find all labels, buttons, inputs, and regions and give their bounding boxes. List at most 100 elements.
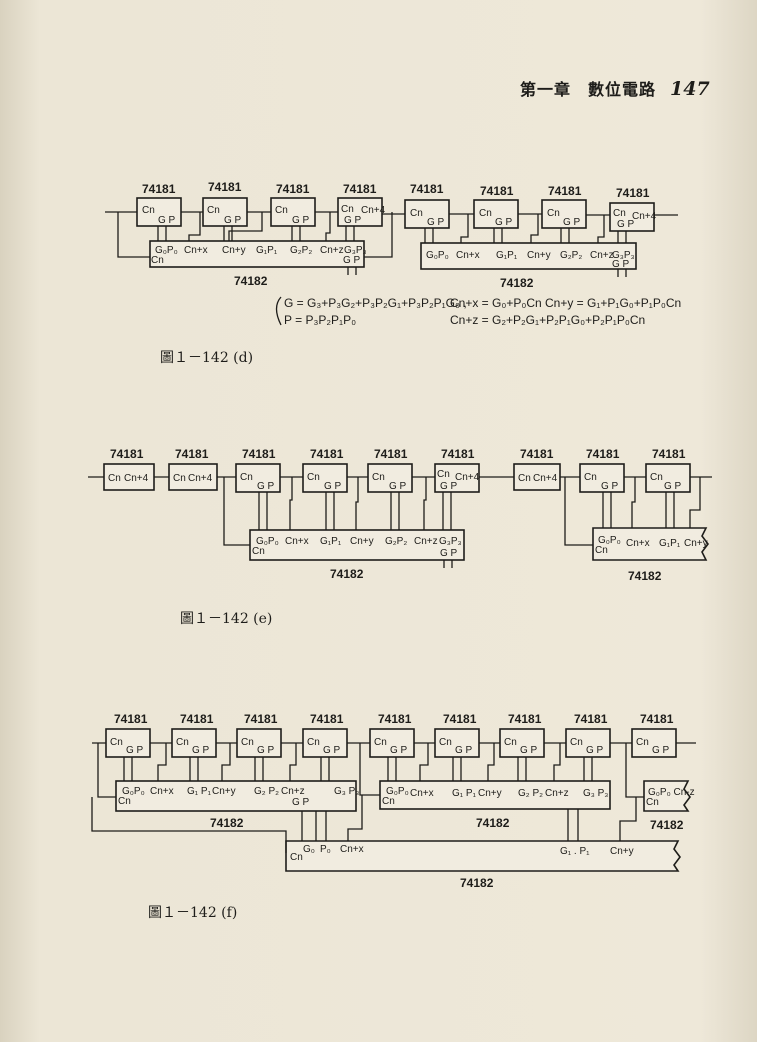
svg-text:G P: G P bbox=[664, 481, 682, 492]
svg-text:74181: 74181 bbox=[180, 712, 214, 726]
svg-text:G P: G P bbox=[324, 481, 342, 492]
figure-d-diagram: 74181 Cn G P 74181 Cn G P 74181 Cn G P 7… bbox=[105, 180, 681, 327]
svg-text:Cn+x: Cn+x bbox=[150, 786, 174, 797]
svg-text:Cn+x: Cn+x bbox=[626, 538, 650, 549]
svg-text:74181: 74181 bbox=[410, 182, 444, 196]
svg-text:74182: 74182 bbox=[210, 816, 244, 830]
svg-text:G P: G P bbox=[224, 215, 242, 226]
svg-text:74181: 74181 bbox=[640, 712, 674, 726]
svg-text:Cn: Cn bbox=[374, 737, 387, 748]
svg-text:G₃ P₃: G₃ P₃ bbox=[583, 788, 608, 799]
svg-text:Cn: Cn bbox=[176, 737, 189, 748]
svg-text:74181: 74181 bbox=[652, 447, 686, 461]
fig-e-caption: 圖１－142 (e) bbox=[180, 611, 273, 627]
svg-text:P = P₃P₂P₁P₀: P = P₃P₂P₁P₀ bbox=[284, 313, 356, 327]
fig-d-lookahead-2: G₀P₀ Cn+x G₁P₁ Cn+y G₂P₂ Cn+z G₃P₃ G P 7… bbox=[420, 242, 637, 290]
fig-d-alu-4: 74181 Cn Cn+4 G P bbox=[337, 182, 386, 227]
svg-text:G P: G P bbox=[520, 745, 538, 756]
svg-text:Cn: Cn bbox=[275, 205, 288, 216]
svg-text:74181: 74181 bbox=[114, 712, 148, 726]
svg-text:74181: 74181 bbox=[520, 447, 554, 461]
svg-text:G₁P₁: G₁P₁ bbox=[256, 245, 278, 256]
fig-d-alu-6: 74181 Cn G P bbox=[473, 184, 519, 229]
fig-d-alu-7: 74181 Cn G P bbox=[541, 184, 587, 229]
svg-text:74181: 74181 bbox=[142, 182, 176, 196]
fig-f-lookahead-2: G₀P₀ Cn Cn+x G₁ P₁ Cn+y G₂ P₂ Cn+z G₃ P₃… bbox=[379, 780, 611, 830]
svg-text:G₃ P₃: G₃ P₃ bbox=[334, 786, 359, 797]
svg-text:G P: G P bbox=[389, 481, 407, 492]
fig-e-alu-chips: 74181 Cn Cn+4 74181 Cn Cn+4 74181 Cn G P… bbox=[103, 447, 691, 493]
fig-f-wires bbox=[91, 742, 696, 853]
fig-f-alu-chips: 74181 Cn G P 74181 Cn G P 74181 Cn G P 7… bbox=[105, 712, 677, 758]
svg-text:74181: 74181 bbox=[175, 447, 209, 461]
svg-text:74181: 74181 bbox=[616, 186, 650, 200]
svg-text:Cn+x: Cn+x bbox=[340, 844, 364, 855]
svg-text:G₃P₃: G₃P₃ bbox=[344, 245, 367, 256]
svg-text:G P: G P bbox=[323, 745, 341, 756]
svg-text:G P: G P bbox=[440, 481, 458, 492]
svg-text:74181: 74181 bbox=[208, 180, 242, 194]
svg-text:G₀P₀: G₀P₀ bbox=[256, 536, 279, 547]
svg-text:Cn+4: Cn+4 bbox=[124, 473, 149, 484]
svg-text:Cn+4: Cn+4 bbox=[455, 472, 480, 483]
svg-text:G = G₃+P₃G₂+P₃P₂G₁+P₃P₂P₁G₀ ,: G = G₃+P₃G₂+P₃P₂G₁+P₃P₂P₁G₀ , bbox=[284, 296, 467, 310]
svg-text:G P: G P bbox=[652, 745, 670, 756]
svg-text:G₂ P₂: G₂ P₂ bbox=[518, 788, 543, 799]
chapter-title: 第一章 數位電路 bbox=[520, 80, 657, 99]
svg-text:74181: 74181 bbox=[480, 184, 514, 198]
svg-text:Cn: Cn bbox=[240, 472, 253, 483]
svg-text:G P: G P bbox=[292, 215, 310, 226]
svg-text:G P: G P bbox=[126, 745, 144, 756]
svg-text:G₃P₃: G₃P₃ bbox=[612, 250, 635, 261]
svg-text:G P: G P bbox=[192, 745, 210, 756]
svg-text:Cn: Cn bbox=[207, 205, 220, 216]
svg-text:Cn+y: Cn+y bbox=[610, 846, 634, 857]
svg-text:G₀P₀: G₀P₀ bbox=[598, 535, 621, 546]
svg-text:G₀P₀: G₀P₀ bbox=[155, 245, 178, 256]
svg-text:Cn+4: Cn+4 bbox=[361, 205, 386, 216]
svg-text:G₀P₀: G₀P₀ bbox=[122, 786, 145, 797]
svg-text:G₀P₀ Cn-z: G₀P₀ Cn-z bbox=[648, 787, 695, 798]
svg-text:Cn+z: Cn+z bbox=[320, 245, 344, 256]
svg-text:74181: 74181 bbox=[574, 712, 608, 726]
svg-text:74182: 74182 bbox=[628, 569, 662, 583]
svg-text:74182: 74182 bbox=[650, 818, 684, 832]
svg-text:Cn+y: Cn+y bbox=[222, 245, 246, 256]
svg-text:Cn: Cn bbox=[142, 205, 155, 216]
svg-text:Cn+4: Cn+4 bbox=[632, 211, 657, 222]
svg-text:Cn: Cn bbox=[173, 473, 186, 484]
svg-text:G P: G P bbox=[563, 217, 581, 228]
fig-d-alu-5: 74181 Cn G P bbox=[404, 182, 450, 229]
svg-text:Cn+z: Cn+z bbox=[545, 788, 569, 799]
fig-e-lookahead-1: G₀P₀ Cn Cn+x G₁P₁ Cn+y G₂P₂ Cn+z G₃P₃ G … bbox=[249, 529, 465, 581]
svg-text:Cn+x: Cn+x bbox=[410, 788, 434, 799]
svg-text:G P: G P bbox=[390, 745, 408, 756]
svg-text:74181: 74181 bbox=[244, 712, 278, 726]
svg-text:G P: G P bbox=[440, 548, 458, 559]
svg-text:74181: 74181 bbox=[343, 182, 377, 196]
svg-text:G P: G P bbox=[601, 481, 619, 492]
svg-text:G P: G P bbox=[586, 745, 604, 756]
svg-text:G P: G P bbox=[455, 745, 473, 756]
svg-text:Cn+z: Cn+z bbox=[590, 250, 614, 261]
fig-d-alu-3: 74181 Cn G P bbox=[270, 182, 316, 227]
svg-text:G₁ P₁: G₁ P₁ bbox=[452, 788, 477, 799]
svg-text:Cn+x: Cn+x bbox=[285, 536, 309, 547]
svg-text:Cn: Cn bbox=[290, 852, 303, 863]
svg-text:G₂P₂: G₂P₂ bbox=[560, 250, 582, 261]
svg-text:Cn: Cn bbox=[584, 472, 597, 483]
svg-text:G P: G P bbox=[257, 481, 275, 492]
svg-text:74181: 74181 bbox=[508, 712, 542, 726]
svg-text:74181: 74181 bbox=[548, 184, 582, 198]
svg-text:G P: G P bbox=[617, 219, 635, 230]
svg-text:G₁ . P₁: G₁ . P₁ bbox=[560, 846, 590, 857]
svg-text:Cn: Cn bbox=[547, 208, 560, 219]
svg-text:74181: 74181 bbox=[586, 447, 620, 461]
svg-text:Cn+4: Cn+4 bbox=[533, 473, 558, 484]
svg-text:G P: G P bbox=[257, 745, 275, 756]
svg-text:G₁P₁: G₁P₁ bbox=[496, 250, 518, 261]
svg-text:Cn+y: Cn+y bbox=[684, 538, 708, 549]
fig-d-alu-8: 74181 Cn Cn+4 G P bbox=[609, 186, 657, 232]
fig-d-caption: 圖１－142 (d) bbox=[160, 350, 254, 366]
svg-text:74181: 74181 bbox=[110, 447, 144, 461]
